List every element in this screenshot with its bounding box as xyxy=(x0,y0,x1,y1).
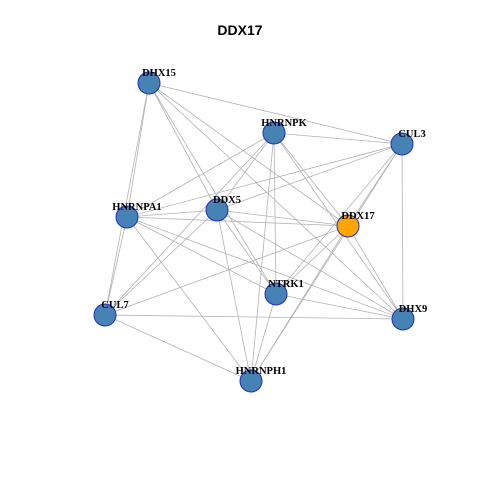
edge-ddx17-cul7 xyxy=(104,225,349,316)
edge-hnrnpa1-cul7 xyxy=(104,216,128,316)
node-label-ntrk1: NTRK1 xyxy=(268,279,304,290)
node-hnrnph1[interactable] xyxy=(239,369,263,393)
edge-dhx15-ddx17 xyxy=(148,82,349,227)
edge-dhx15-ddx5 xyxy=(148,82,218,211)
edge-hnrnpk-ddx5 xyxy=(216,132,275,211)
edge-ntrk1-hnrnph1 xyxy=(250,293,277,382)
edge-cul3-ddx5 xyxy=(216,143,403,211)
node-label-dhx9: DHX9 xyxy=(399,304,428,315)
edge-cul3-dhx9 xyxy=(401,143,404,320)
edge-hnrnpk-cul7 xyxy=(104,132,275,316)
edge-ddx17-ntrk1 xyxy=(275,225,349,295)
node-label-ddx17: DDX17 xyxy=(341,211,374,222)
node-label-dhx15: DHX15 xyxy=(142,68,176,79)
node-cul3[interactable] xyxy=(390,132,414,156)
node-ddx17[interactable] xyxy=(336,214,360,238)
edge-hnrnpa1-hnrnph1 xyxy=(126,216,252,382)
edge-hnrnpa1-ntrk1 xyxy=(126,216,277,295)
edge-hnrnpk-ddx17 xyxy=(273,132,349,227)
node-label-ddx5: DDX5 xyxy=(213,195,241,206)
edge-ntrk1-dhx9 xyxy=(275,293,404,320)
node-label-hnrnpk: HNRNPK xyxy=(261,118,307,129)
node-cul7[interactable] xyxy=(93,303,117,327)
node-label-hnrnpa1: HNRNPA1 xyxy=(112,202,161,213)
edge-dhx15-ntrk1 xyxy=(148,82,277,295)
edge-ddx5-hnrnph1 xyxy=(216,209,252,382)
edge-ddx17-hnrnph1 xyxy=(250,225,349,382)
edges-layer xyxy=(104,82,404,382)
node-label-hnrnph1: HNRNPH1 xyxy=(236,366,287,377)
edge-ddx5-dhx9 xyxy=(216,209,404,320)
edge-ddx5-cul7 xyxy=(104,209,218,316)
node-ddx5[interactable] xyxy=(205,198,229,222)
edge-ddx17-dhx9 xyxy=(347,225,404,320)
edge-cul7-dhx9 xyxy=(104,314,404,320)
edge-dhx15-dhx9 xyxy=(148,82,404,320)
edge-dhx15-hnrnpa1 xyxy=(126,82,150,218)
node-dhx15[interactable] xyxy=(137,71,161,95)
edge-ddx5-ntrk1 xyxy=(216,209,277,295)
node-label-cul3: CUL3 xyxy=(398,129,425,140)
nodes-layer xyxy=(93,71,415,393)
edge-hnrnpa1-dhx9 xyxy=(126,216,404,320)
edge-hnrnpk-cul3 xyxy=(273,132,403,145)
edge-dhx15-cul3 xyxy=(148,82,403,145)
edge-hnrnpa1-ddx17 xyxy=(126,216,349,227)
edge-hnrnpa1-ddx5 xyxy=(126,209,218,218)
node-label-cul7: CUL7 xyxy=(101,300,128,311)
edge-hnrnpk-ntrk1 xyxy=(273,132,277,295)
node-hnrnpk[interactable] xyxy=(262,121,286,145)
node-ntrk1[interactable] xyxy=(264,282,288,306)
node-hnrnpa1[interactable] xyxy=(115,205,139,229)
edge-cul7-hnrnph1 xyxy=(104,314,252,382)
edge-dhx15-cul7 xyxy=(104,82,150,316)
edge-hnrnpk-hnrnpa1 xyxy=(126,132,275,218)
diagram-title: DDX17 xyxy=(217,22,263,38)
edge-cul3-hnrnpa1 xyxy=(126,143,403,218)
node-dhx9[interactable] xyxy=(391,307,415,331)
edge-ddx5-ddx17 xyxy=(216,209,349,227)
